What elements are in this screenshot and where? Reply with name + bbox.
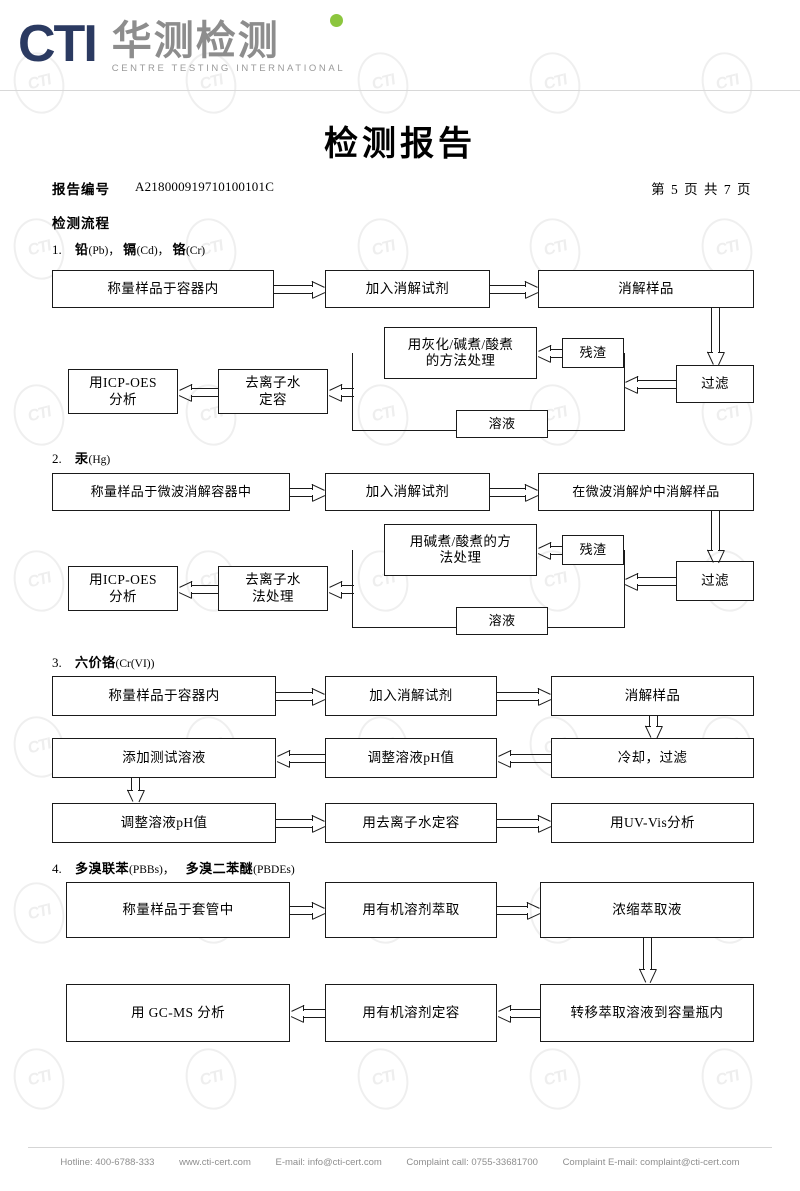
section-1-heading: 1. 铅(Pb)， 镉(Cd)， 铬(Cr) [52, 242, 206, 257]
s1-arrow-residue-treat [537, 345, 563, 364]
s3-box-digest: 消解样品 [551, 676, 754, 716]
s3-arrow-cool-ph1 [497, 750, 551, 769]
s4-box-extract: 用有机溶剂萃取 [325, 882, 497, 938]
s4-box-analyze: 用 GC-MS 分析 [66, 984, 290, 1042]
s1-box-filter: 过滤 [676, 365, 754, 403]
s2-arrow-rail-dilute [328, 581, 354, 600]
s1-box-solution: 溶液 [456, 410, 548, 438]
s3-arrow-weigh-reagent [276, 688, 326, 707]
s2-box-digest: 在微波消解炉中消解样品 [538, 473, 754, 511]
page-footer: Hotline: 400-6788-333 www.cti-cert.com E… [0, 1157, 800, 1168]
section-3-heading: 3. 六价铬(Cr(VI)) [52, 655, 155, 670]
s3-arrow-ph2-dilute [276, 815, 326, 834]
s4-box-transfer: 转移萃取溶液到容量瓶内 [540, 984, 754, 1042]
s1-box-dilute: 去离子水 定容 [218, 369, 328, 414]
s3-box-cool-filter: 冷却，过滤 [551, 738, 754, 778]
s4-arrow-dilute-analyze [290, 1005, 325, 1024]
s4-arrow-concentrate-transfer [639, 938, 658, 984]
s3-arrow-dilute-analyze [497, 815, 552, 834]
s3-box-reagent: 加入消解试剂 [325, 676, 497, 716]
s2-rail-left [352, 550, 354, 627]
s2-box-reagent: 加入消解试剂 [325, 473, 490, 511]
flow-section-heading: 检测流程 [52, 216, 110, 231]
s3-box-ph-1: 调整溶液pH值 [325, 738, 497, 778]
s1-rail-right [624, 353, 626, 431]
s4-arrow-extract-concentrate [497, 902, 541, 921]
footer-hotline: Hotline: 400-6788-333 [60, 1157, 155, 1168]
report-no-value: A218000919710100101C [135, 179, 275, 194]
page-title: 检测报告 [324, 126, 476, 163]
s2-arrow-residue-treat [537, 542, 563, 561]
footer-email[interactable]: E-mail: info@cti-cert.com [275, 1157, 382, 1168]
s2-arrow-reagent-digest [490, 484, 539, 503]
s1-rail-solution-right [548, 430, 625, 432]
s3-box-weigh: 称量样品于容器内 [52, 676, 276, 716]
s2-box-weigh: 称量样品于微波消解容器中 [52, 473, 290, 511]
s4-box-concentrate: 浓缩萃取液 [540, 882, 754, 938]
page-header: CTI 华测检测 CENTRE TESTING INTERNATIONAL [0, 0, 800, 92]
s2-box-analyze: 用ICP-OES 分析 [68, 566, 178, 611]
header-divider [0, 90, 800, 91]
s1-arrow-rail-dilute [328, 384, 354, 403]
s3-arrow-digest-cool [645, 716, 664, 739]
s3-arrow-add-ph2 [127, 778, 146, 803]
logo-english-name: CENTRE TESTING INTERNATIONAL [111, 63, 346, 74]
s2-box-filter: 过滤 [676, 561, 754, 601]
s1-box-residue: 残渣 [562, 338, 624, 368]
page-indicator: 第 5 页 共 7 页 [651, 182, 752, 197]
s2-rail-right [624, 550, 626, 627]
s3-arrow-reagent-digest [497, 688, 552, 707]
s1-rail-solution-left [352, 430, 456, 432]
s1-box-digest: 消解样品 [538, 270, 754, 308]
section-4-heading: 4. 多溴联苯(PBBs)， 多溴二苯醚(PBDEs) [52, 861, 295, 876]
s4-box-dilute: 用有机溶剂定容 [325, 984, 497, 1042]
s2-arrow-filter-left [624, 573, 676, 592]
s1-arrow-reagent-digest [490, 281, 539, 300]
s2-arrow-dilute-analyze [178, 581, 218, 600]
s4-box-weigh: 称量样品于套管中 [66, 882, 290, 938]
logo-cti-text: CTI [18, 15, 98, 73]
s3-box-analyze: 用UV-Vis分析 [551, 803, 754, 843]
footer-complaint-email[interactable]: Complaint E-mail: complaint@cti-cert.com [562, 1157, 740, 1168]
s3-box-dilute: 用去离子水定容 [325, 803, 497, 843]
s2-rail-solution-right [548, 627, 625, 629]
s1-arrow-weigh-reagent [274, 281, 326, 300]
s4-arrow-weigh-extract [290, 902, 326, 921]
s2-arrow-weigh-reagent [290, 484, 326, 503]
report-meta: 报告编号 A218000919710100101C 第 5 页 共 7 页 [52, 178, 752, 200]
footer-website[interactable]: www.cti-cert.com [179, 1157, 251, 1168]
s1-box-weigh: 称量样品于容器内 [52, 270, 274, 308]
footer-divider [28, 1147, 772, 1148]
s3-arrow-ph1-add [276, 750, 325, 769]
s3-box-add-solution: 添加测试溶液 [52, 738, 276, 778]
s3-box-ph-2: 调整溶液pH值 [52, 803, 276, 843]
s1-arrow-dilute-analyze [178, 384, 218, 403]
s2-box-residue: 残渣 [562, 535, 624, 565]
cti-logo: CTI 华测检测 CENTRE TESTING INTERNATIONAL [18, 14, 346, 74]
section-2-heading: 2. 汞(Hg) [52, 451, 111, 466]
s4-arrow-transfer-dilute [497, 1005, 540, 1024]
s2-rail-solution-left [352, 627, 456, 629]
s2-arrow-digest-filter [707, 511, 726, 564]
s2-box-dilute: 去离子水 法处理 [218, 566, 328, 611]
s2-box-treat: 用碱煮/酸煮的方 法处理 [384, 524, 537, 576]
footer-complaint-call: Complaint call: 0755-33681700 [406, 1157, 538, 1168]
s1-arrow-filter-left [624, 376, 676, 395]
s1-rail-left [352, 353, 354, 430]
s1-box-analyze: 用ICP-OES 分析 [68, 369, 178, 414]
logo-chinese-name: 华测检测 [111, 19, 280, 63]
logo-green-dot-icon [330, 14, 344, 27]
s2-box-solution: 溶液 [456, 607, 548, 635]
report-no-label: 报告编号 [52, 182, 110, 197]
s1-box-treat: 用灰化/碱煮/酸煮 的方法处理 [384, 327, 537, 379]
s1-arrow-digest-filter [707, 308, 726, 366]
s1-box-reagent: 加入消解试剂 [325, 270, 490, 308]
